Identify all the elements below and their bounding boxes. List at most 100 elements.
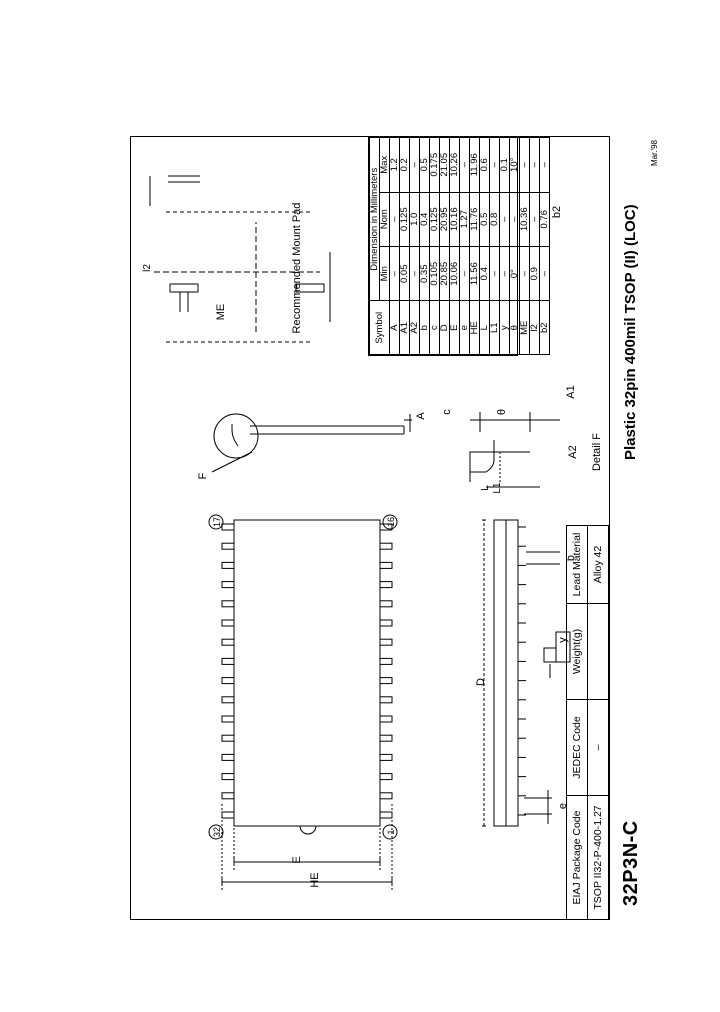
dimension-value: 0.5: [419, 137, 430, 193]
lead: [221, 657, 235, 665]
dimension-symbol: y: [499, 300, 510, 355]
dimension-value: –: [389, 246, 400, 301]
dimension-symbol: ME: [519, 300, 530, 355]
dim-header-symbol: Symbol: [369, 300, 390, 355]
pin16-label: 16: [386, 517, 396, 527]
package-body-outline: [233, 519, 381, 827]
dimension-value: 1.2: [389, 137, 400, 193]
dimension-value: 0.5: [479, 192, 490, 247]
lead: [221, 619, 235, 627]
dimension-value: 0.4: [479, 246, 490, 301]
lead: [379, 523, 393, 531]
dimension-value: 0.35: [419, 246, 430, 301]
dimension-row: e–1.27–: [459, 137, 470, 355]
dim-b2-label: b2: [551, 206, 563, 218]
dimension-row: L1–0.8–: [489, 137, 500, 355]
lead: [221, 792, 235, 800]
dimension-symbol: e: [459, 300, 470, 355]
dimension-symbol: θ: [509, 300, 520, 355]
lead: [221, 753, 235, 761]
dimension-value: 0.125: [399, 192, 410, 247]
dim-L-label: L: [480, 485, 491, 491]
lead: [379, 561, 393, 569]
dimension-value: 0.8: [489, 192, 500, 247]
dim-header-min: Min: [379, 246, 390, 301]
dimension-value: 21.05: [439, 137, 450, 193]
side-view-leads: [518, 526, 526, 816]
dim-A1-label: A1: [565, 385, 577, 398]
lead: [221, 523, 235, 531]
dimension-symbol: D: [439, 300, 450, 355]
dimension-value: –: [489, 246, 500, 301]
dim-header-max: Max: [379, 137, 390, 193]
dimension-value: –: [489, 137, 500, 193]
dimension-value: 10.06: [449, 246, 460, 301]
dimension-table: Symbol Dimension in Millimeters Min Nom …: [368, 136, 550, 356]
lead: [379, 619, 393, 627]
dim-y-label: y: [557, 637, 569, 643]
lead: [221, 715, 235, 723]
lead: [379, 677, 393, 685]
dimension-value: –: [509, 192, 520, 247]
dim-A2-label: A2: [567, 445, 579, 458]
lead: [379, 792, 393, 800]
dimension-value: 0.9: [529, 246, 540, 301]
dimension-row: A2–1.0–: [409, 137, 420, 355]
detail-F-callout: F: [197, 472, 209, 479]
dim-header-nom: Nom: [379, 192, 390, 247]
dimension-value: 0.4: [419, 192, 430, 247]
dimension-value: –: [409, 246, 420, 301]
dim-b-label: b: [565, 555, 577, 561]
dimension-value: –: [499, 192, 510, 247]
dim-l2-label: l2: [142, 264, 153, 272]
dimension-value: –: [539, 137, 550, 193]
dimension-value: 11.76: [469, 192, 480, 247]
dimension-value: –: [519, 246, 530, 301]
dimension-value: –: [519, 137, 530, 193]
dimension-value: 10.36: [519, 192, 530, 247]
dimension-row: A––1.2: [389, 137, 400, 355]
lead: [379, 638, 393, 646]
dimension-value: 0.175: [429, 137, 440, 193]
lead: [221, 811, 235, 819]
dimension-value: 20.95: [439, 192, 450, 247]
dim-D-label: D: [475, 678, 487, 686]
lead: [379, 773, 393, 781]
lead: [379, 734, 393, 742]
dimension-value: –: [539, 246, 550, 301]
dimension-symbol: HE: [469, 300, 480, 355]
lead: [379, 811, 393, 819]
lead: [379, 581, 393, 589]
dimension-value: –: [389, 192, 400, 247]
dimension-value: 0.05: [399, 246, 410, 301]
detail-F-caption: Detail F: [591, 433, 603, 471]
dimension-symbol: L1: [489, 300, 500, 355]
lead: [379, 715, 393, 723]
dimension-symbol: b2: [539, 300, 550, 355]
dimension-value: –: [459, 137, 470, 193]
lead: [379, 542, 393, 550]
dimension-value: 1.27: [459, 192, 470, 247]
lead: [221, 561, 235, 569]
dimension-value: 0°: [509, 246, 520, 301]
dimension-value: 0.6: [479, 137, 490, 193]
lead: [379, 600, 393, 608]
dim-A-label: A: [415, 412, 427, 420]
pin1-label: 1: [386, 829, 396, 834]
dim-theta-label: θ: [496, 409, 508, 415]
lead: [379, 657, 393, 665]
lead: [221, 696, 235, 704]
dimension-symbol: L: [479, 300, 490, 355]
dim-HE-label: HE: [309, 872, 321, 887]
lead: [221, 542, 235, 550]
dimension-value: 10.26: [449, 137, 460, 193]
lead: [221, 600, 235, 608]
dimension-row: b2–0.76–: [539, 137, 550, 355]
dim-E-label: E: [291, 856, 303, 863]
